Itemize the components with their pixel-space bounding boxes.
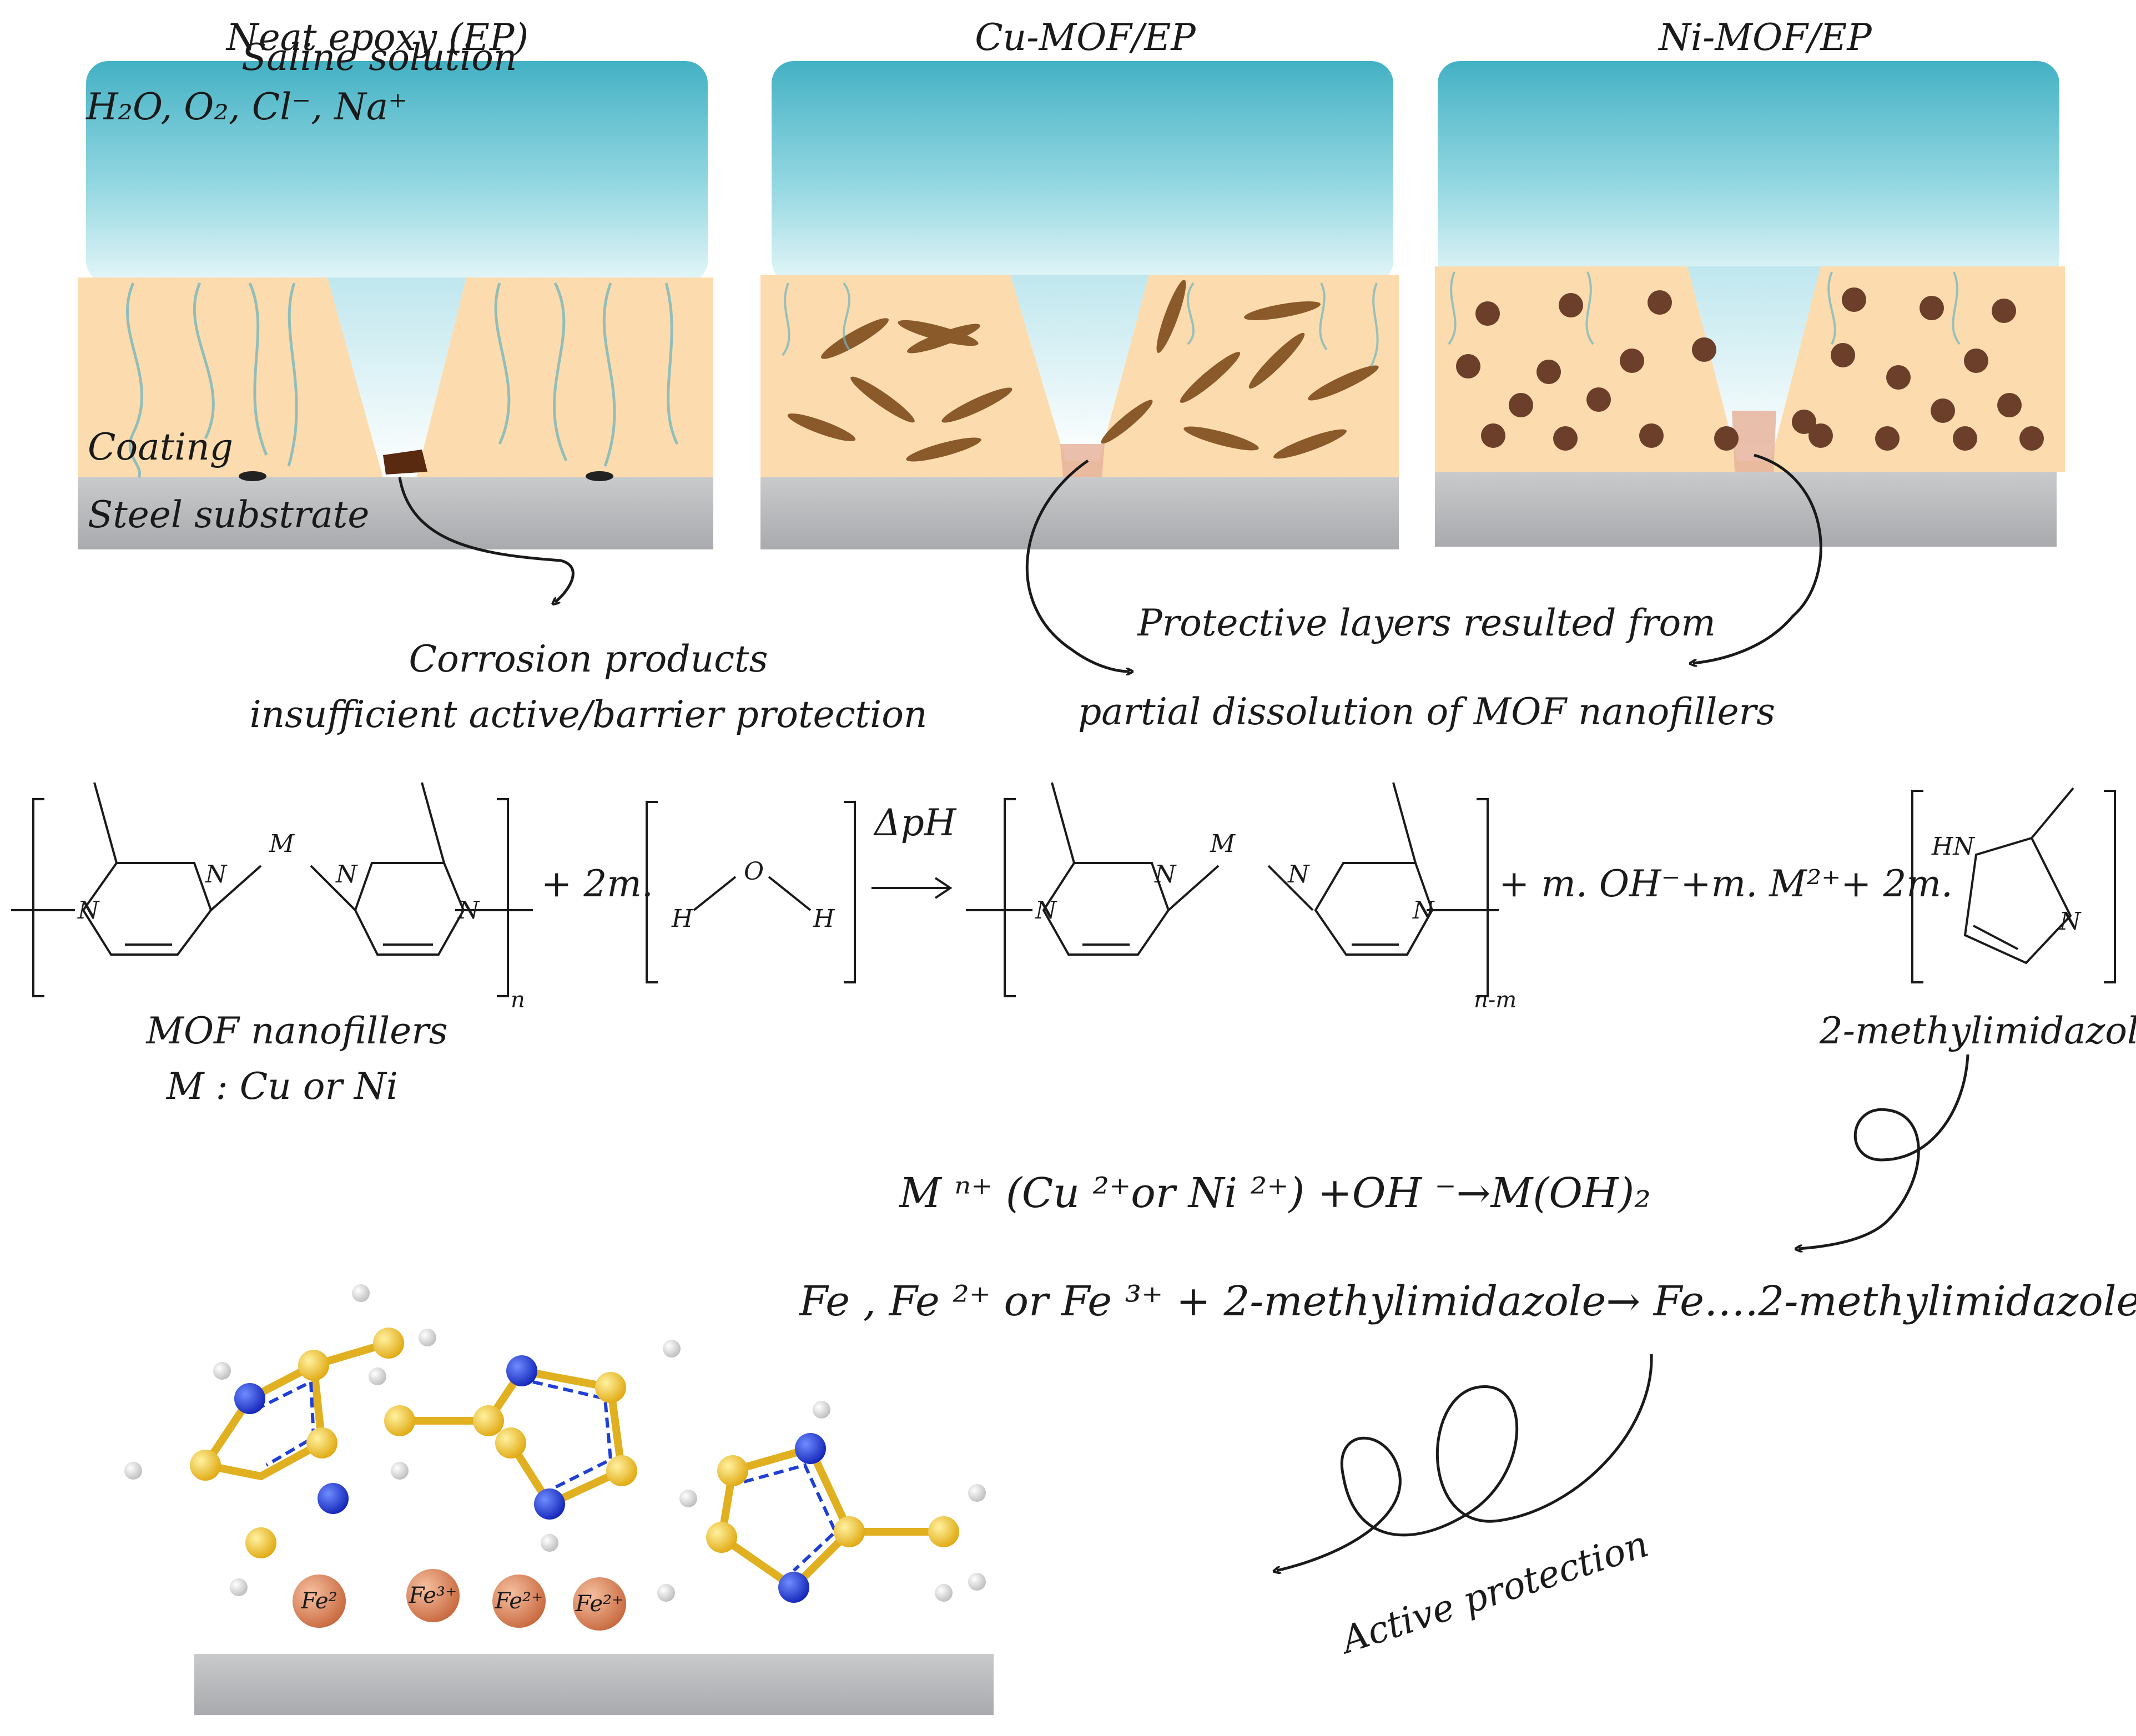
reaction-labels: M N N N N n + 2m. O H H ΔpH M N N N N n-… [77, 801, 2136, 1108]
saline-label: Saline solution [241, 36, 517, 79]
nitrogen-atoms [234, 1355, 826, 1603]
equation-iron-complex: Fe , Fe ²⁺ or Fe ³⁺ + 2-methylimidazole→… [798, 1278, 2136, 1325]
iron-ion-label: Fe³⁺ [409, 1583, 457, 1608]
steel-substrate [78, 477, 713, 549]
protective-caption-line1: Protective layers resulted from [1137, 602, 1716, 644]
iron-ion-label: Fe² [300, 1588, 337, 1614]
equation-hydroxide: M ⁿ⁺ (Cu ²⁺or Ni ²⁺) +OH ⁻→M(OH)₂ [898, 1169, 1651, 1217]
panel-cu-mof: Cu-MOF/EP [760, 16, 1399, 549]
protective-arrow-cu [1025, 459, 1130, 672]
diffusion-paths [1448, 271, 1961, 345]
iron-ion [406, 1569, 460, 1622]
corrosion-spot [586, 471, 613, 481]
metal-label: M : Cu or Ni [166, 1065, 398, 1108]
atom-H: H [813, 905, 835, 933]
atom-N: N [335, 860, 358, 889]
atom-N: N [1287, 860, 1310, 889]
loop-arrow-equations [1799, 1054, 1969, 1249]
subscript-n-m: n-m [1474, 987, 1517, 1013]
atom-M: M [269, 830, 295, 858]
carbon-atoms [190, 1328, 959, 1558]
aromatic-bonds [254, 1379, 838, 1572]
iron-ion [293, 1574, 346, 1628]
water-coefficient: + 2m. [541, 862, 653, 905]
diffusion-paths [126, 282, 679, 478]
protective-layer [1060, 444, 1105, 477]
pit-defect [1010, 275, 1149, 461]
panel-title-cu-mof: Cu-MOF/EP [975, 16, 1196, 59]
mof-particles-ni [1456, 287, 2044, 451]
reaction-scheme [11, 782, 2116, 997]
mof-label: MOF nanofillers [145, 1010, 447, 1052]
products-text: + m. OH⁻+m. M²⁺+ 2m. [1499, 862, 1953, 905]
subscript-n: n [511, 987, 525, 1013]
iron-ion-label: Fe²⁺ [575, 1591, 623, 1617]
panel-title-ni-mof: Ni-MOF/EP [1658, 16, 1872, 59]
mof-flakes-cu [787, 280, 1379, 462]
molecular-model: Fe² Fe³⁺ Fe²⁺ Fe²⁺ [124, 1284, 994, 1715]
atom-O: O [744, 857, 764, 886]
atom-N: N [1412, 896, 1435, 925]
pit-defect [328, 277, 466, 477]
iron-ion [492, 1574, 546, 1628]
atom-N: N [205, 860, 228, 889]
steel-substrate [1435, 472, 2057, 547]
steel-surface [194, 1654, 994, 1715]
atom-M: M [1210, 830, 1236, 858]
protective-caption-line2: partial dissolution of MOF nanofillers [1078, 690, 1775, 733]
atom-N: N [457, 896, 480, 925]
protective-arrow-ni [1693, 453, 1822, 663]
coating-label: Coating [88, 426, 233, 468]
atom-N: N [2059, 907, 2082, 936]
steel-substrate [760, 477, 1399, 549]
product-label: 2-methylimidazole [1819, 1010, 2136, 1052]
pit-defect [1687, 266, 1821, 461]
active-protection-label: Active protection [1333, 1522, 1654, 1663]
diffusion-paths [782, 282, 1379, 367]
coating-layer [78, 277, 713, 477]
iron-ion-label: Fe²⁺ [495, 1588, 543, 1614]
delta-ph-label: ΔpH [873, 801, 957, 844]
steel-label: Steel substrate [88, 493, 369, 536]
panel-neat-epoxy: Neat epoxy (EP) Saline solution H₂O, O₂,… [78, 16, 713, 549]
atom-H: H [671, 905, 694, 933]
panel-title-neat-epoxy: Neat epoxy (EP) [225, 16, 528, 59]
atom-N: N [1154, 860, 1177, 889]
saline-solution-layer [772, 61, 1393, 283]
corrosion-caption-line1: Corrosion products [409, 638, 768, 680]
saline-species-label: H₂O, O₂, Cl⁻, Na⁺ [85, 85, 407, 128]
iron-ions: Fe² Fe³⁺ Fe²⁺ Fe²⁺ [293, 1569, 626, 1631]
hydrogen-atoms [124, 1284, 986, 1602]
panel-ni-mof: Ni-MOF/EP [1435, 16, 2065, 547]
corrosion-product [383, 450, 427, 475]
corrosion-caption-line2: insufficient active/barrier protection [250, 693, 928, 736]
protective-layer [1732, 411, 1776, 472]
atom-N: N [1035, 896, 1057, 925]
corrosion-arrow [398, 477, 575, 602]
active-protection-arrow [1277, 1354, 1653, 1571]
atom-HN: HN [1931, 832, 1975, 861]
saline-solution-layer [86, 61, 708, 283]
saline-solution-layer [1438, 61, 2059, 283]
coating-layer [1435, 266, 2065, 472]
corrosion-spot [239, 471, 266, 481]
iron-ion [573, 1577, 626, 1631]
atom-N: N [77, 896, 100, 925]
